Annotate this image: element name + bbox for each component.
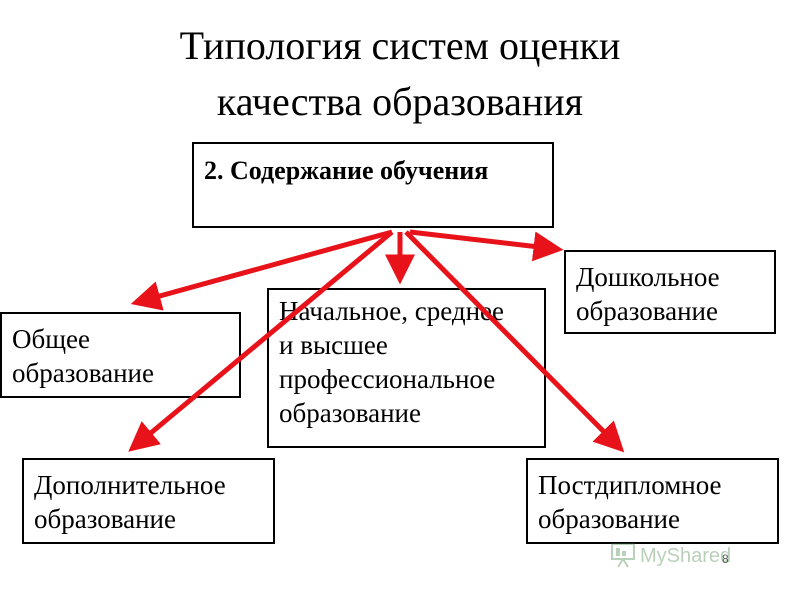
- box-label-line: Общее: [12, 324, 90, 354]
- page-number: 8: [722, 552, 729, 566]
- slide-title-line-1: Типология систем оценки: [179, 23, 621, 68]
- preschool-education-box: Дошкольное образование: [564, 250, 776, 334]
- professional-education-box: Начальное, среднее и высшее профессионал…: [267, 288, 546, 448]
- box-label-line: Дошкольное: [576, 262, 720, 292]
- box-label-line: профессиональное: [279, 364, 496, 394]
- box-label-line: 2. Содержание обучения: [204, 156, 489, 185]
- box-label-line: образование: [538, 504, 680, 534]
- box-label-line: Дополнительное: [34, 470, 226, 500]
- watermark-text: MyShared: [640, 545, 731, 567]
- presentation-screen-icon: [611, 543, 635, 568]
- general-education-box: Общее образование: [0, 312, 241, 398]
- box-label-line: образование: [12, 358, 154, 388]
- slide-title-line-2: качества образования: [216, 79, 584, 124]
- slide-title: Типология систем оценки качества образов…: [0, 18, 800, 130]
- arrow-to-preschool: [409, 229, 564, 262]
- box-label-line: Постдипломное: [538, 470, 722, 500]
- myshared-watermark: MyShared: [610, 540, 770, 570]
- content-of-education-box: 2. Содержание обучения: [192, 142, 554, 228]
- box-label-line: Начальное, среднее: [279, 296, 505, 326]
- postgraduate-education-box: Постдипломное образование: [526, 458, 779, 544]
- box-label-line: и высшее: [279, 330, 388, 360]
- additional-education-box: Дополнительное образование: [22, 458, 275, 544]
- box-label-line: образование: [576, 296, 718, 326]
- box-label-line: образование: [279, 398, 421, 428]
- box-label-line: образование: [34, 504, 176, 534]
